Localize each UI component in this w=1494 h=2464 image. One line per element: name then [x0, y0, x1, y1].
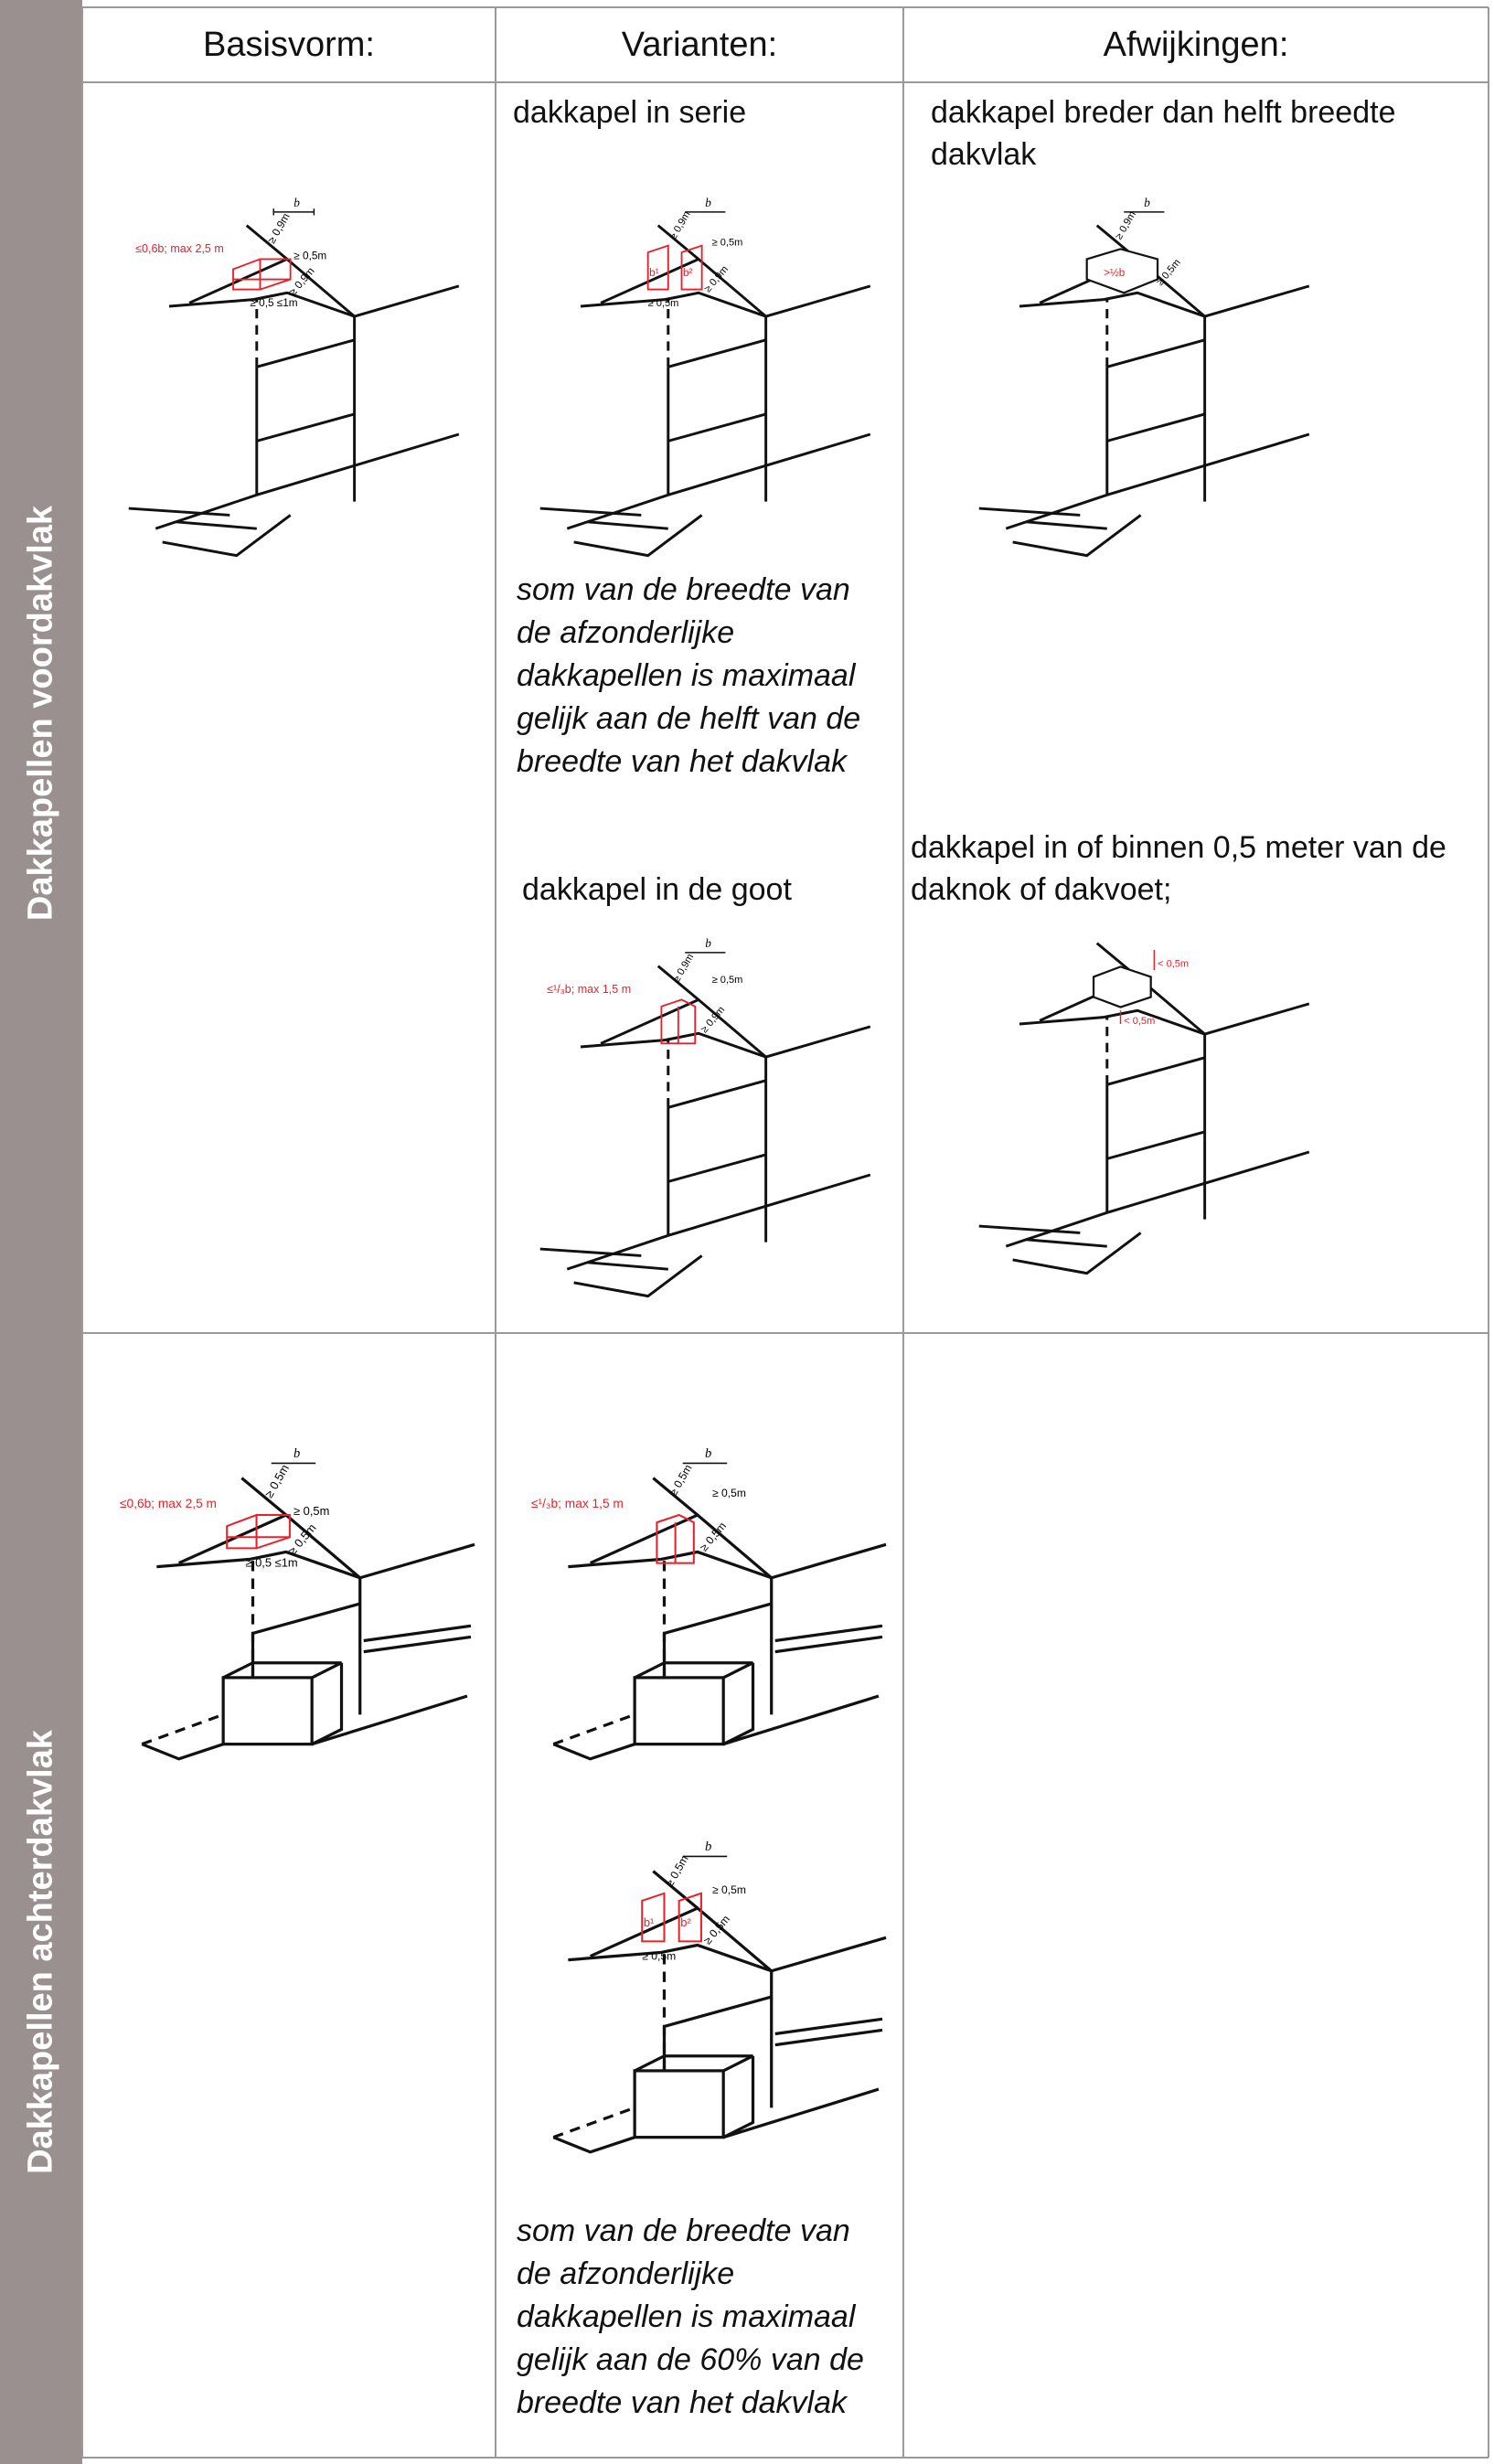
svg-text:≤0,6b; max 2,5 m: ≤0,6b; max 2,5 m: [120, 1497, 217, 1510]
svg-text:≥ 0,5m: ≥ 0,5m: [663, 1853, 691, 1889]
dim-b: b: [293, 196, 300, 209]
svg-text:≥ 0,5m: ≥ 0,5m: [712, 975, 743, 986]
svg-text:b: b: [293, 1446, 300, 1461]
svg-text:b: b: [705, 1446, 711, 1461]
note-rear-series: som van de breedte van de afzonderlijke …: [517, 2213, 864, 2420]
dormer-goot: [660, 998, 697, 1045]
svg-text:≤¹/₃b; max 1,5 m: ≤¹/₃b; max 1,5 m: [531, 1497, 624, 1510]
caption-nok: dakkapel in of binnen 0,5 meter van de d…: [911, 830, 1446, 907]
label-lt05-top: < 0,5m: [1158, 958, 1189, 969]
svg-text:≥ 0,9m: ≥ 0,9m: [671, 952, 696, 984]
label-ge09-top: ≥ 0,9m: [266, 211, 293, 246]
label-b1: b¹: [649, 267, 659, 279]
dormer-front-basis: [232, 258, 292, 291]
label-ge05-le1: ≥ 0,5 ≤1m: [250, 297, 297, 309]
label-b2: b²: [683, 267, 693, 279]
svg-text:≥ 0,9m: ≥ 0,9m: [1114, 209, 1138, 241]
caption-breder: dakkapel breder dan helft breedte dakvla…: [931, 95, 1396, 172]
svg-text:≥ 0,5m: ≥ 0,5m: [667, 1462, 695, 1498]
figure-front-nok: < 0,5m < 0,5m: [977, 942, 1311, 1275]
note-front-series: som van de breedte van de afzonderlijke …: [517, 572, 861, 779]
dormer-nok: [1092, 965, 1152, 1008]
svg-text:b: b: [1144, 196, 1150, 209]
svg-text:b: b: [705, 936, 711, 950]
label-max25: ≤0,6b; max 2,5 m: [135, 242, 224, 255]
dormer-breder: [1085, 248, 1159, 294]
header-afwijkingen: Afwijkingen:: [1103, 25, 1289, 64]
dormers-serie: [646, 244, 703, 291]
svg-text:b¹: b¹: [644, 1915, 655, 1929]
svg-text:b²: b²: [680, 1915, 691, 1929]
figure-front-goot: b ≤¹/₃b; max 1,5 m ≥ 0,9m ≥ 0,5m ≥ 0,9m: [539, 936, 872, 1298]
label-gthalf: >½b: [1104, 267, 1126, 279]
figure-rear-basis: b ≤0,6b; max 2,5 m ≥ 0,5m ≥ 0,5m ≥ 0,5m …: [120, 1446, 476, 1761]
svg-text:≥ 0,9m: ≥ 0,9m: [667, 209, 692, 241]
svg-text:≥ 0,5m: ≥ 0,5m: [712, 1487, 746, 1499]
svg-text:b: b: [705, 1840, 711, 1854]
svg-text:≥ 0,5m: ≥ 0,5m: [712, 1883, 746, 1896]
svg-text:b: b: [705, 196, 711, 209]
figure-rear-goot: b ≤¹/₃b; max 1,5 m ≥ 0,5m ≥ 0,5m ≥ 0,5m: [531, 1446, 888, 1761]
svg-text:≥ 0,9m: ≥ 0,9m: [702, 264, 731, 295]
header-varianten: Varianten:: [621, 25, 778, 64]
figure-rear-serie: b b¹ b² ≥ 0,5m ≥ 0,5m ≥ 0,5m ≥ 0,5m: [551, 1840, 888, 2154]
figure-front-basis: b ≤0,6b; max 2,5 m ≥ 0,9m ≥ 0,5m ≥ 0,9m …: [127, 196, 461, 558]
svg-text:≥ 0,5m: ≥ 0,5m: [701, 1913, 732, 1947]
svg-text:≥ 0,5m: ≥ 0,5m: [293, 1504, 329, 1518]
figure-front-breder: b >½b ≥ 0,9m ≥ 0,5m: [977, 196, 1311, 558]
svg-text:≥ 0,5m: ≥ 0,5m: [642, 1950, 676, 1963]
sidebar: [0, 0, 82, 2464]
svg-text:≥ 0,5m: ≥ 0,5m: [712, 238, 743, 249]
svg-text:≥ 0,5 ≤1m: ≥ 0,5 ≤1m: [245, 1556, 297, 1570]
caption-goot: dakkapel in de goot: [522, 872, 792, 907]
header-basisvorm: Basisvorm:: [203, 25, 375, 64]
figure-front-serie: b b¹ b² ≥ 0,9m ≥ 0,5m ≥ 0,9m ≥ 0,5m: [539, 196, 872, 558]
svg-text:≥ 0,5m: ≥ 0,5m: [1155, 257, 1183, 288]
svg-text:≥ 0,5m: ≥ 0,5m: [261, 1462, 292, 1500]
label-lt05-bottom: < 0,5m: [1124, 1016, 1155, 1027]
svg-text:≥ 0,5m: ≥ 0,5m: [648, 298, 679, 309]
label-max15: ≤¹/₃b; max 1,5 m: [547, 983, 631, 996]
label-ge05-side: ≥ 0,5m: [293, 250, 326, 261]
caption-serie: dakkapel in serie: [513, 95, 747, 130]
